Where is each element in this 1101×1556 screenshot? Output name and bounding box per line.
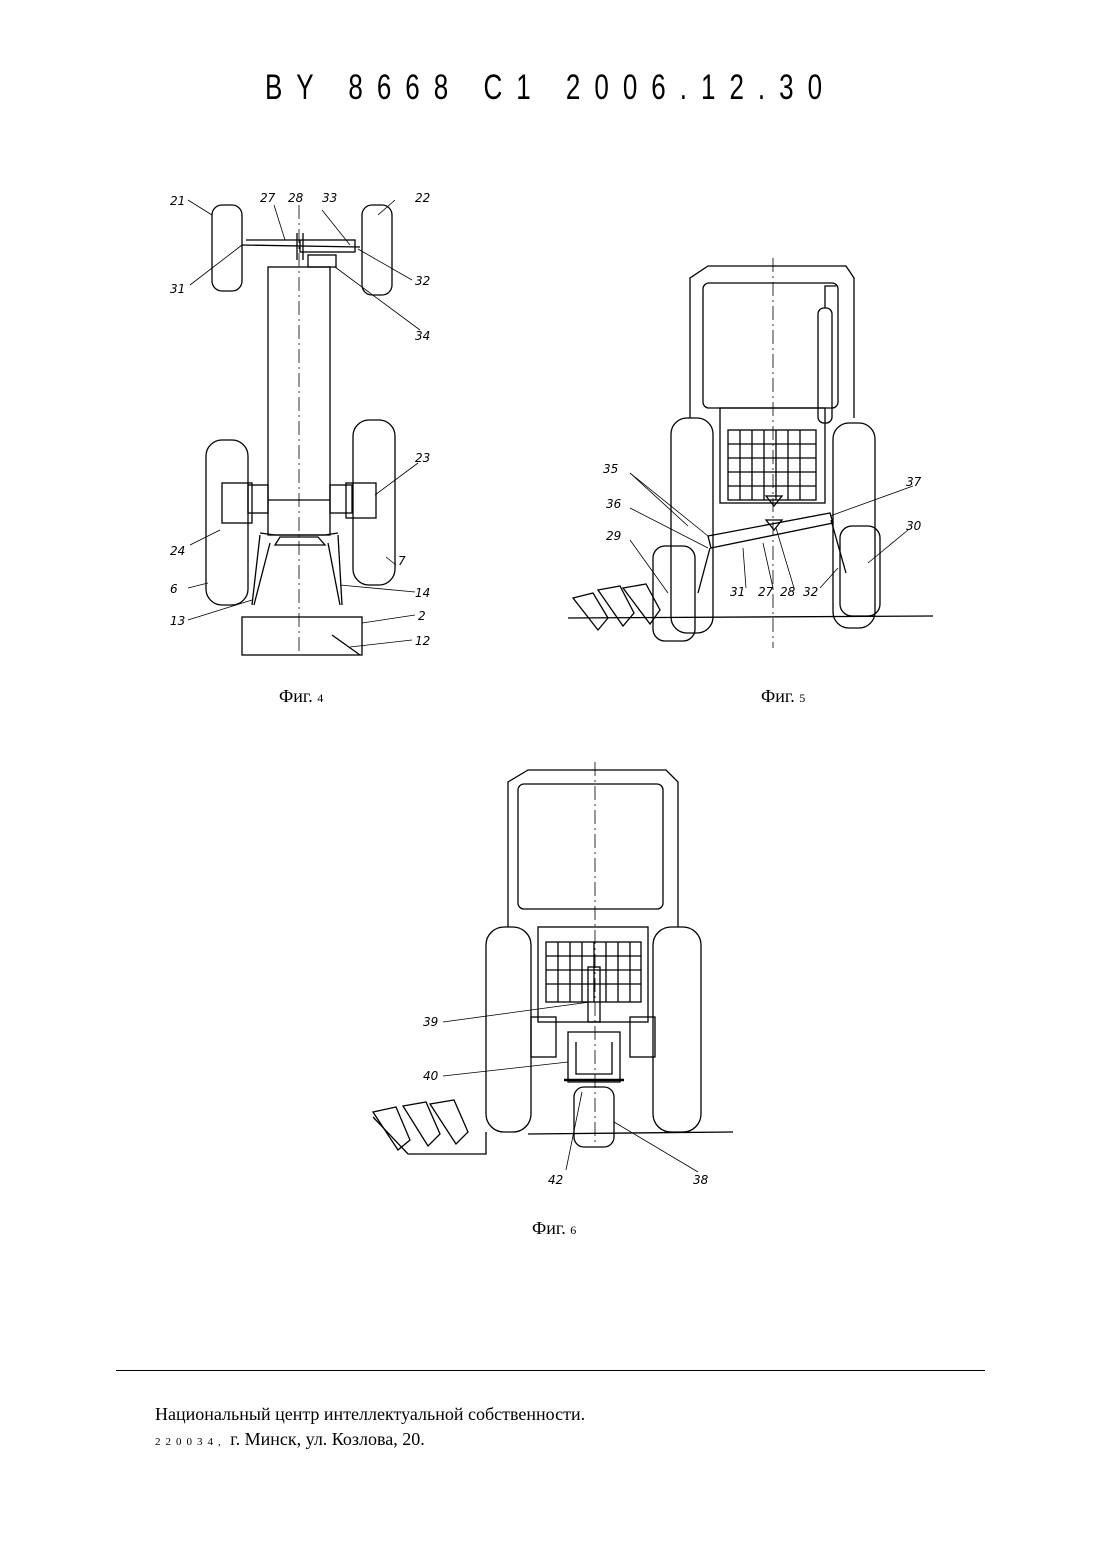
figure-5-drawing: 35 36 37 29 31 27 28 32 30 [568,258,938,653]
figure-6-caption: Фиг. 6 [532,1218,576,1239]
label-28: 28 [780,585,796,599]
label-40: 40 [423,1069,439,1083]
label-36: 36 [606,497,622,511]
document-header: BY 8668 C1 2006.12.30 [0,67,1101,109]
label-21: 21 [170,194,185,208]
rear-right-wheel [353,420,395,585]
footer-org: Национальный центр интеллектуальной собс… [155,1402,585,1427]
label-31: 31 [170,282,185,296]
label-12: 12 [415,634,430,648]
cylinder-34 [308,255,336,267]
label-33: 33 [322,191,337,205]
footer: Национальный центр интеллектуальной собс… [155,1402,585,1455]
footer-address: г. Минск, ул. Козлова, 20. [230,1429,425,1449]
label-29: 29 [606,529,621,543]
label-34: 34 [415,329,430,343]
label-39: 39 [423,1015,438,1029]
label-2: 2 [418,609,426,623]
label-22: 22 [415,191,430,205]
label-24: 24 [170,544,185,558]
footer-zip: 220034, [155,1436,226,1448]
label-37: 37 [906,475,922,489]
label-28: 28 [288,191,304,205]
figure-4-caption: Фиг. 4 [279,686,323,707]
label-13: 13 [170,614,185,628]
footer-divider [116,1370,985,1371]
label-27: 27 [758,585,774,599]
label-31: 31 [730,585,745,599]
label-35: 35 [603,462,618,476]
label-42: 42 [548,1173,563,1187]
beam-27 [708,513,833,548]
label-38: 38 [693,1173,709,1187]
label-14: 14 [415,586,430,600]
label-23: 23 [415,451,430,465]
label-30: 30 [906,519,922,533]
label-27: 27 [260,191,276,205]
label-32: 32 [803,585,818,599]
figure-4-drawing: 21 27 28 33 22 31 32 34 23 24 6 7 14 13 … [160,185,450,660]
figure-5-caption: Фиг. 5 [761,686,805,707]
footer-address-line: 220034, г. Минск, ул. Козлова, 20. [155,1427,585,1455]
label-6: 6 [170,582,178,596]
label-7: 7 [398,554,406,568]
label-32: 32 [415,274,430,288]
figure-6-drawing: 39 40 42 38 [368,762,738,1192]
front-right-wheel [362,205,392,295]
